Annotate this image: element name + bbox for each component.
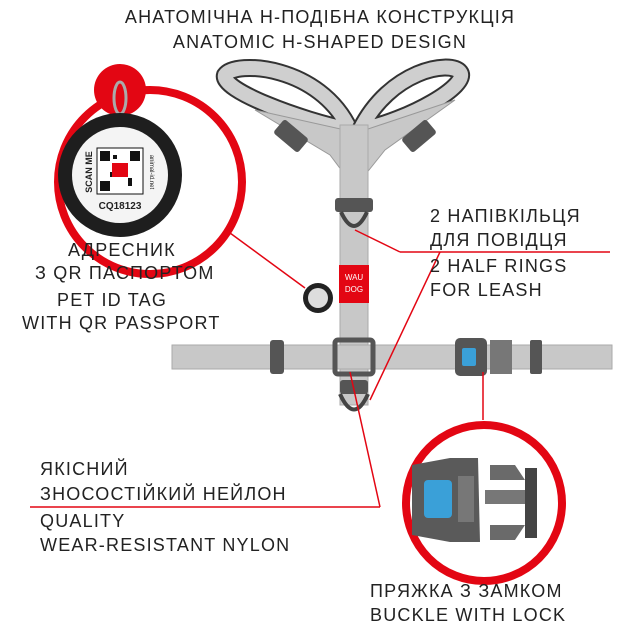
half-ring-top bbox=[339, 211, 369, 228]
title-en: ANATOMIC H-SHAPED DESIGN bbox=[172, 32, 468, 52]
harness-logo: WAU bbox=[345, 273, 364, 282]
tag-label-ua-1: АДРЕСНИК bbox=[68, 240, 176, 260]
callout-lines bbox=[30, 199, 610, 508]
tag-label-en-1: PET ID TAG bbox=[57, 290, 168, 310]
rings-label-en-2: FOR LEASH bbox=[430, 280, 543, 300]
tag-label-ua-2: З QR ПАСПОРТОМ bbox=[35, 263, 215, 283]
svg-text:DOG: DOG bbox=[345, 285, 363, 294]
title-ua: АНАТОМІЧНА Н-ПОДІБНА КОНСТРУКЦІЯ bbox=[124, 7, 516, 27]
nylon-label-en-1: QUALITY bbox=[40, 511, 126, 531]
tag-scan-text: SCAN ME bbox=[84, 151, 94, 193]
tag-site: animal-id.net bbox=[148, 155, 154, 190]
buckle-zoom-circle bbox=[402, 421, 566, 585]
harness-neck-loops bbox=[216, 58, 470, 177]
rings-label-en-1: 2 HALF RINGS bbox=[430, 256, 568, 276]
harness-logo-patch bbox=[339, 265, 369, 303]
buckle-label-en: BUCKLE WITH LOCK bbox=[370, 605, 567, 625]
tag-code: CQ18123 bbox=[99, 201, 142, 212]
ring-slider bbox=[335, 198, 373, 212]
buckle-label-ua: ПРЯЖКА З ЗАМКОМ bbox=[370, 581, 563, 601]
tag-zoom-circle: CQ18123 SCAN ME animal-id.net bbox=[54, 64, 246, 278]
harness-chest-strap bbox=[171, 344, 613, 370]
buckle-small bbox=[455, 338, 542, 376]
tag-label-en-2: WITH QR PASSPORT bbox=[22, 313, 221, 333]
nylon-label-ua-1: ЯКІСНИЙ bbox=[40, 459, 129, 479]
half-ring-bottom bbox=[338, 393, 370, 412]
nylon-label-ua-2: ЗНОСОСТІЙКИЙ НЕЙЛОН bbox=[40, 484, 287, 504]
nylon-label-en-2: WEAR-RESISTANT NYLON bbox=[40, 535, 291, 555]
rings-label-ua-1: 2 НАПІВКІЛЬЦЯ bbox=[430, 206, 581, 226]
rings-label-ua-2: ДЛЯ ПОВІДЦЯ bbox=[430, 230, 568, 250]
